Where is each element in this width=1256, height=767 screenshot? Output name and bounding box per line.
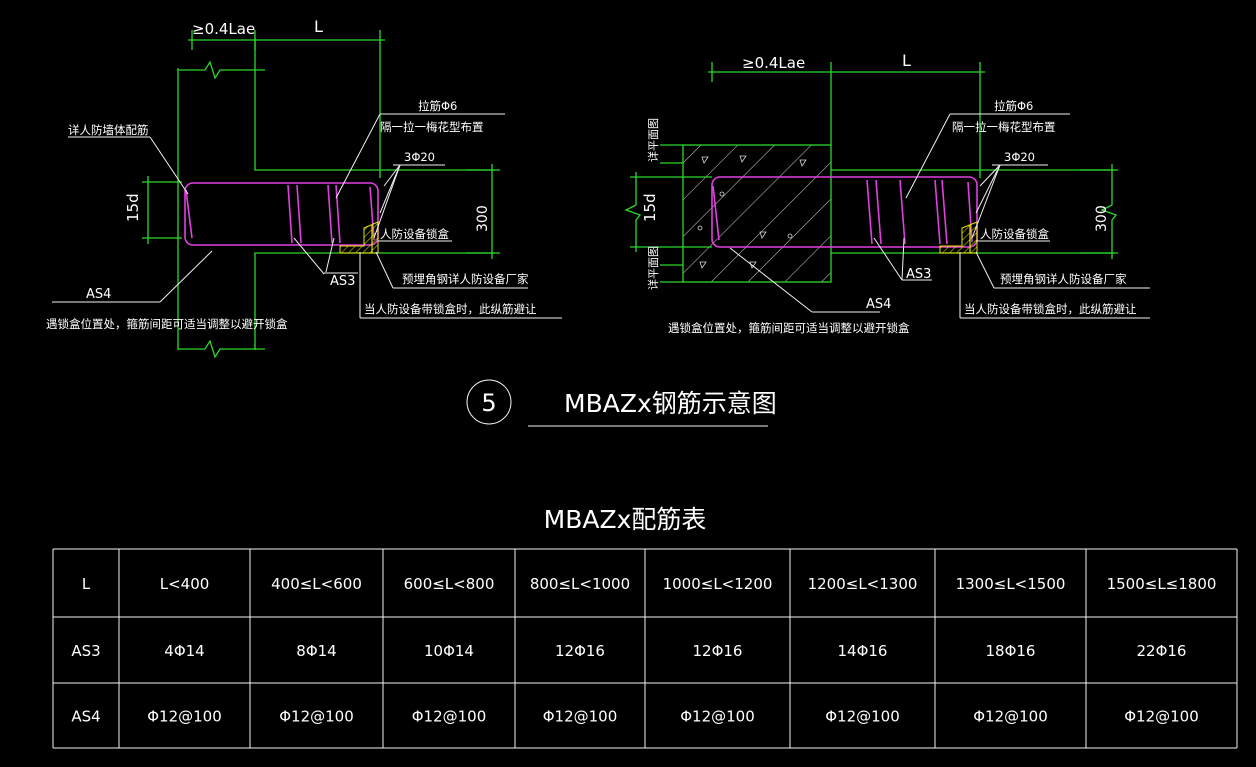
- table-title: MBAZx配筋表: [544, 505, 707, 534]
- table-cell-header-7: 1300≤L<1500: [956, 575, 1066, 593]
- label-wall-left: 详人防墙体配筋: [68, 123, 149, 137]
- label-angle-right: 预埋角钢详人防设备厂家: [1000, 272, 1127, 286]
- side-label-top-right: 详平面图: [646, 118, 660, 162]
- table-cell-row-0-7: 18Φ16: [986, 642, 1036, 660]
- label-bars-right: 3Φ20: [1004, 150, 1035, 164]
- lockbox-hatch-right: [939, 221, 978, 254]
- label-note-right: 遇锁盒位置处，箍筋间距可适当调整以避开锁盒: [668, 321, 910, 335]
- label-tie1-right: 拉筋Φ6: [994, 99, 1033, 113]
- table-cell-row-0-6: 14Φ16: [838, 642, 888, 660]
- dim-anchor-left: ≥0.4Lae: [192, 20, 255, 38]
- dim-length-left: L: [314, 17, 323, 36]
- table-cell-row-0-2: 8Φ14: [296, 642, 336, 660]
- table-cell-header-1: L<400: [160, 575, 210, 593]
- table-grid: [52, 548, 1238, 749]
- table-cell-row-1-7: Φ12@100: [973, 708, 1048, 726]
- table-cell-row-0-0: AS3: [71, 642, 100, 660]
- table-cell-row-0-8: 22Φ16: [1137, 642, 1187, 660]
- title-number: 5: [481, 389, 496, 417]
- lockbox-hatch-left: [339, 221, 379, 254]
- title-number-circle: [466, 379, 512, 425]
- table-cell-row-1-3: Φ12@100: [412, 708, 487, 726]
- label-as3-left: AS3: [330, 274, 355, 289]
- rebar-left: [184, 182, 379, 246]
- dim-15d-left: 15d: [124, 193, 142, 222]
- leader-lines-right: [729, 113, 1150, 319]
- table-cell-row-1-6: Φ12@100: [825, 708, 900, 726]
- table-cell-row-0-3: 10Φ14: [424, 642, 474, 660]
- dim-300-right: 300: [1094, 205, 1110, 232]
- label-angle-left: 预埋角钢详人防设备厂家: [402, 272, 529, 286]
- table-cell-row-1-4: Φ12@100: [543, 708, 618, 726]
- table-cell-row-0-5: 12Φ16: [693, 642, 743, 660]
- dim-15d-right: 15d: [641, 193, 659, 222]
- label-as4-left: AS4: [86, 287, 111, 302]
- dim-300-left: 300: [475, 205, 491, 232]
- dimension-lines-left: [142, 30, 500, 259]
- side-label-bottom-right: 详平面图: [646, 246, 660, 290]
- wall-outline-left: [177, 38, 495, 359]
- table-cell-header-8: 1500≤L≤1800: [1107, 575, 1217, 593]
- table-cell-row-1-1: Φ12@100: [147, 708, 222, 726]
- table-cell-header-3: 600≤L<800: [404, 575, 495, 593]
- label-as3-right: AS3: [906, 267, 931, 282]
- table-cell-header-4: 800≤L<1000: [530, 575, 630, 593]
- table-cell-header-2: 400≤L<600: [271, 575, 362, 593]
- detail-right: ≥0.4Lae L 15d 300 详平面图 详平面图 拉筋Φ6 隔一拉一梅花型…: [624, 51, 1150, 335]
- table-cells: L L<400 400≤L<600 600≤L<800 800≤L<1000 1000≤L…: [71, 575, 1216, 726]
- label-avoid-left: 当人防设备带锁盒时，此纵筋避让: [364, 302, 537, 316]
- label-tie2-left: 隔一拉一梅花型布置: [380, 120, 484, 134]
- concrete-column: [682, 144, 832, 283]
- table-cell-row-1-2: Φ12@100: [279, 708, 354, 726]
- table-cell-header-0: L: [82, 575, 91, 593]
- table-cell-row-1-8: Φ12@100: [1124, 708, 1199, 726]
- table-cell-row-0-1: 4Φ14: [164, 642, 204, 660]
- label-lockbox-right: 人防设备锁盒: [980, 227, 1049, 241]
- table-cell-header-5: 1000≤L<1200: [663, 575, 773, 593]
- label-tie2-right: 隔一拉一梅花型布置: [952, 120, 1056, 134]
- label-note-left: 遇锁盒位置处，箍筋间距可适当调整以避开锁盒: [46, 317, 288, 331]
- aggregate-marks: [697, 155, 807, 269]
- title-text: MBAZx钢筋示意图: [564, 389, 777, 418]
- dim-anchor-right: ≥0.4Lae: [742, 54, 805, 72]
- drawing-title: 5 MBAZx钢筋示意图: [466, 379, 777, 427]
- dimension-lines-right: [624, 62, 1118, 259]
- detail-left: ≥0.4Lae L 15d 300 详人防墙体配筋 拉筋Φ6 隔一拉一梅花型布置…: [46, 17, 562, 359]
- label-lockbox-left: 人防设备锁盒: [380, 227, 449, 241]
- label-as4-right: AS4: [866, 297, 891, 312]
- table-cell-header-6: 1200≤L<1300: [808, 575, 918, 593]
- leader-lines-left: [52, 113, 562, 319]
- table-cell-row-1-5: Φ12@100: [680, 708, 755, 726]
- label-avoid-right: 当人防设备带锁盒时，此纵筋避让: [964, 302, 1137, 316]
- label-bars-left: 3Φ20: [404, 150, 435, 164]
- rebar-table: MBAZx配筋表 L L<400 400≤L<600 600≤L<800 800≤L<1…: [52, 505, 1238, 749]
- dim-length-right: L: [902, 51, 911, 70]
- table-cell-row-1-0: AS4: [71, 708, 100, 726]
- table-cell-row-0-4: 12Φ16: [555, 642, 605, 660]
- label-tie1-left: 拉筋Φ6: [418, 99, 457, 113]
